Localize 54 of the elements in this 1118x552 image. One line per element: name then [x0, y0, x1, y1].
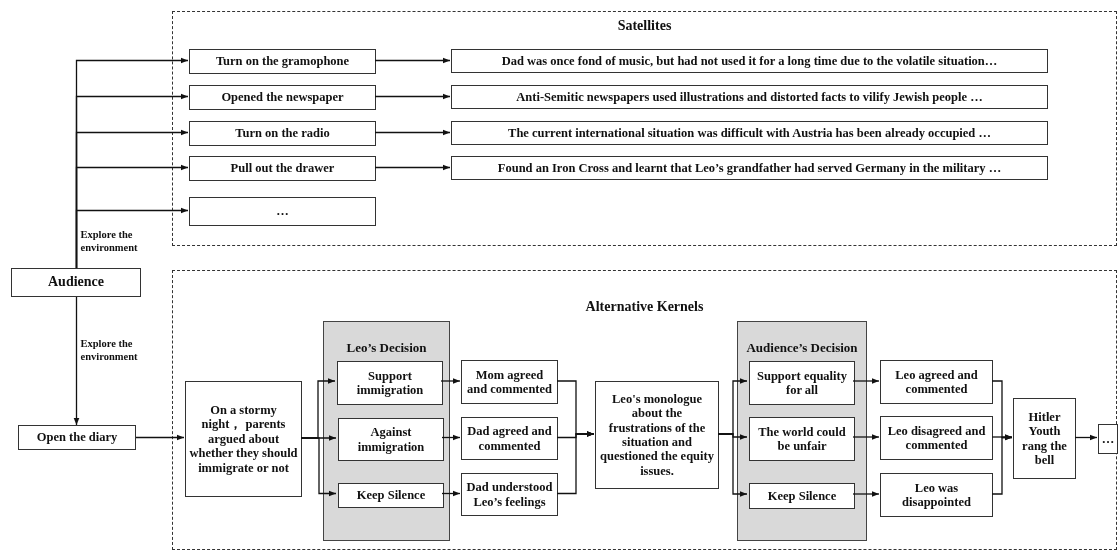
group-title: Alternative Kernels — [584, 299, 705, 315]
arrow — [73, 296, 80, 426]
arrow — [991, 434, 1013, 440]
arrow — [374, 129, 451, 136]
arrow — [556, 431, 595, 495]
text-box: Dad understood Leo’s feelings — [461, 473, 558, 516]
text-box: The world could be unfair — [749, 417, 855, 461]
arrow — [852, 378, 880, 384]
arrow — [75, 207, 189, 269]
text-box: Dad was once fond of music, but had not used it for a long time due to the volatile situation… — [451, 49, 1048, 73]
text-box: Keep Silence — [338, 483, 444, 508]
arrow — [441, 434, 461, 441]
text-box: … — [189, 197, 376, 226]
text-box: Support immigration — [337, 361, 443, 405]
arrow — [852, 491, 880, 497]
text-box: Support equality for all — [749, 361, 855, 405]
arrow — [991, 434, 1013, 495]
arrow — [1074, 434, 1098, 441]
text-box: Leo agreed and commented — [880, 360, 993, 404]
text-box: Hitler Youth rang the bell — [1013, 398, 1076, 479]
arrow — [135, 434, 185, 441]
arrow — [440, 378, 461, 384]
decision-panel — [323, 321, 450, 541]
arrow — [374, 93, 451, 100]
text-box: Turn on the gramophone — [189, 49, 376, 74]
text-box: The current international situation was difficult with Austria has been already occupied … — [451, 121, 1048, 145]
text-box: Opened the newspaper — [189, 85, 376, 110]
arrow — [852, 434, 880, 440]
arrow — [374, 57, 451, 64]
text-box: Leo disagreed and commented — [880, 416, 993, 460]
text-box: Found an Iron Cross and learnt that Leo’s grandfather had served Germany in the military … — [451, 156, 1048, 180]
group-title: Leo’s Decision — [345, 340, 428, 356]
text-box: Audience — [11, 268, 141, 297]
text-box: Mom agreed and commented — [461, 360, 558, 404]
text-box: Against immigration — [338, 418, 444, 461]
text-box: Open the diary — [18, 425, 136, 450]
text-box: Leo's monologue about the frustrations of the situation and questioned the equity issues. — [595, 381, 719, 489]
text-box: Turn on the radio — [189, 121, 376, 146]
decision-panel — [737, 321, 867, 541]
arrow — [300, 437, 337, 497]
arrow — [374, 164, 451, 171]
text-box: Leo was disappointed — [880, 473, 993, 517]
text-box: … — [1098, 424, 1118, 454]
dashed-group-frame — [172, 270, 1117, 550]
group-title: Satellites — [616, 18, 673, 34]
dashed-group-frame — [172, 11, 1117, 246]
group-title: Audience’s Decision — [745, 340, 859, 356]
text-box: Dad agreed and commented — [461, 417, 558, 460]
arrow — [441, 490, 461, 497]
text-box: On a stormy night， parents argued about whether they should immigrate or not — [185, 381, 302, 497]
text-box: Anti-Semitic newspapers used illustrations and distorted facts to vilify Jewish people … — [451, 85, 1048, 109]
text-box: Pull out the drawer — [189, 156, 376, 181]
arrow — [717, 433, 748, 497]
text-box: Keep Silence — [749, 483, 855, 509]
